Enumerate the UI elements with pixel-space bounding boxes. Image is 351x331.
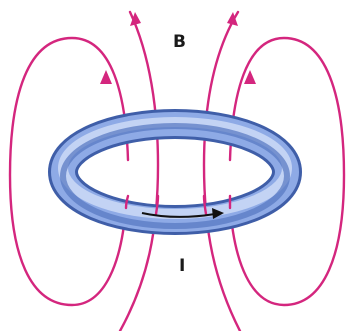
- current-arrow: [141, 208, 224, 219]
- field-label: B: [173, 32, 186, 52]
- field-line-inner-left: [118, 10, 160, 331]
- field-line-front-4: [202, 194, 208, 216]
- arrowhead-up-icon: [100, 70, 112, 84]
- field-lines: [8, 10, 346, 331]
- field-line-front-3: [154, 194, 160, 216]
- current-label: I: [179, 256, 186, 276]
- field-line-outer-right: [228, 36, 346, 307]
- arrowhead-up-icon: [130, 12, 141, 26]
- arrowhead-up-icon: [227, 12, 238, 26]
- field-line-outer-left: [8, 36, 130, 307]
- arrow-right-icon: [141, 212, 216, 218]
- arrow-right-head: [212, 208, 224, 219]
- field-lines-front: [124, 194, 232, 216]
- current-loop-ring: [48, 109, 302, 235]
- field-line-front-1: [124, 194, 130, 210]
- field-arrowheads: [100, 12, 256, 84]
- arrowhead-up-icon: [244, 70, 256, 84]
- field-line-inner-right: [202, 10, 242, 331]
